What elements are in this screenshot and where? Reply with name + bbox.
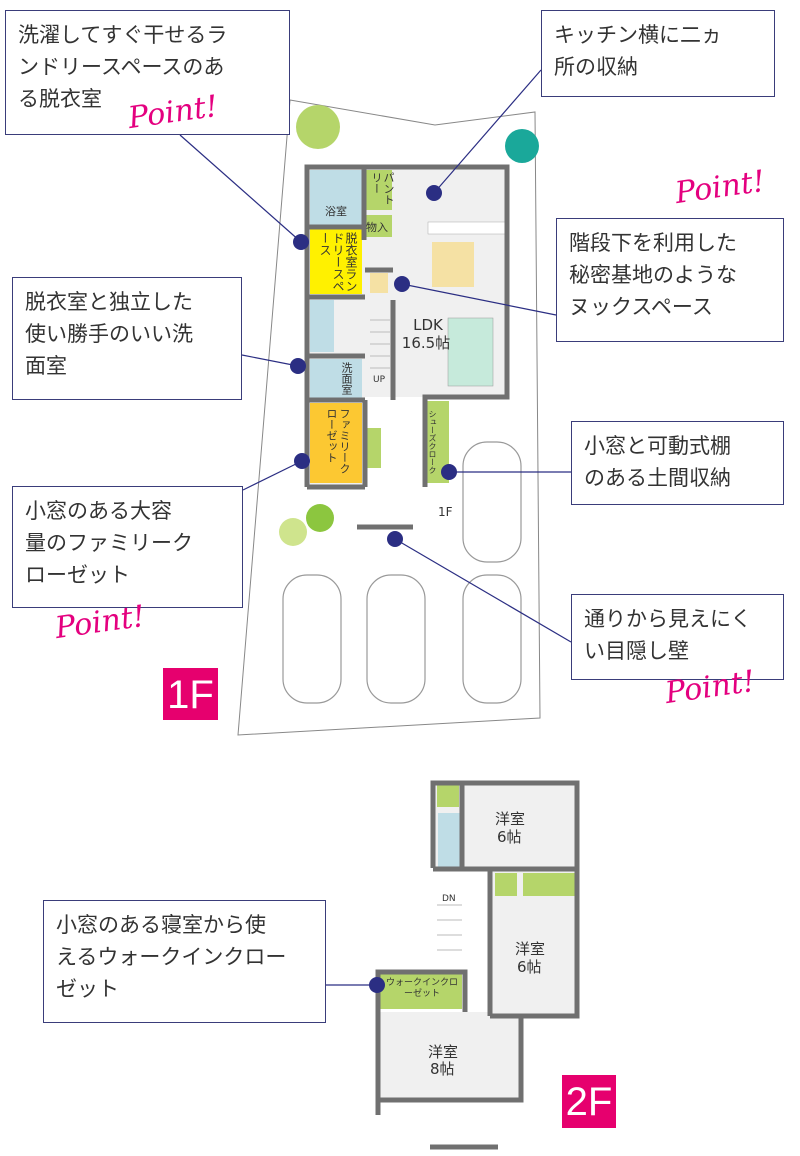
floor-badge-2f: 2F	[562, 1075, 616, 1128]
marker-dot	[369, 977, 385, 993]
callout-nook: 階段下を利用した秘密基地のようなヌックスペース	[556, 218, 784, 342]
pantry	[366, 170, 392, 210]
room-label-shoe-closet: シューズクローク	[428, 410, 437, 474]
walk-in-closet	[380, 974, 462, 1009]
room-label-washroom: 洗面室	[340, 362, 353, 395]
floor-label-small: 1F	[438, 505, 453, 519]
room-label-wic: ウォークインクローゼット	[385, 978, 458, 999]
room-label-room1-size: 6帖	[497, 828, 522, 846]
callout-washroom: 脱衣室と独立した使い勝手のいい洗面室	[12, 277, 242, 400]
tree-icon	[296, 105, 340, 149]
marker-dot	[387, 531, 403, 547]
room-label-laundry: 脱衣室ランドリースペース	[318, 232, 358, 292]
tree-icon	[279, 518, 307, 546]
room-label-ldk-size: 16.5帖	[401, 334, 451, 352]
callout-doma-storage: 小窓と可動式棚のある土間収納	[571, 421, 784, 505]
room-label-room3: 洋室	[428, 1043, 459, 1061]
marker-dot	[290, 358, 306, 374]
room-label-family-closet: ファミリークローゼット	[325, 408, 351, 474]
parked-cars	[282, 441, 522, 704]
callout-laundry: 洗濯してすぐ干せるランドリースペースのある脱衣室	[5, 10, 290, 135]
marker-dot	[293, 234, 309, 250]
tree-icon	[306, 504, 334, 532]
room-label-room3-size: 8帖	[430, 1060, 455, 1078]
first-floor-plan	[304, 164, 510, 530]
marker-dot	[426, 185, 442, 201]
room-label-room2: 洋室	[515, 940, 546, 958]
callout-family-closet: 小窓のある大容量のファミリークローゼット	[12, 486, 243, 608]
site-boundary	[237, 99, 541, 736]
washroom	[310, 359, 362, 398]
marker-dot	[394, 276, 410, 292]
stairs-down-label: DN	[442, 894, 456, 904]
room-label-room1: 洋室	[495, 810, 526, 828]
second-floor-plan	[375, 780, 580, 1150]
toilet	[310, 300, 334, 352]
laundry-space	[310, 229, 362, 294]
callout-screen-wall: 通りから見えにくい目隠し壁	[571, 594, 784, 680]
callout-walk-in-closet: 小窓のある寝室から使えるウォークインクローゼット	[43, 900, 326, 1023]
leader-lines	[179, 69, 572, 986]
floor-badge-1f: 1F	[163, 668, 218, 720]
room-label-room2-size: 6帖	[517, 958, 542, 976]
dining-table	[432, 242, 474, 287]
sofa	[447, 317, 494, 387]
tree-icon	[505, 129, 539, 163]
marker-dot	[441, 464, 457, 480]
marker-dot	[294, 453, 310, 469]
room-label-bath: 浴室	[325, 205, 347, 218]
room-label-pantry: パントリー	[370, 172, 395, 205]
room-label-storage: 物入	[366, 221, 388, 234]
storage	[366, 215, 392, 237]
room-label-ldk: LDK	[413, 316, 443, 334]
callout-kitchen-storage: キッチン横に二ヵ所の収納	[541, 10, 775, 97]
kitchen-counter	[427, 221, 509, 235]
family-closet	[310, 403, 362, 483]
stairs-up-label: UP	[373, 375, 386, 385]
bath-room	[310, 170, 362, 226]
